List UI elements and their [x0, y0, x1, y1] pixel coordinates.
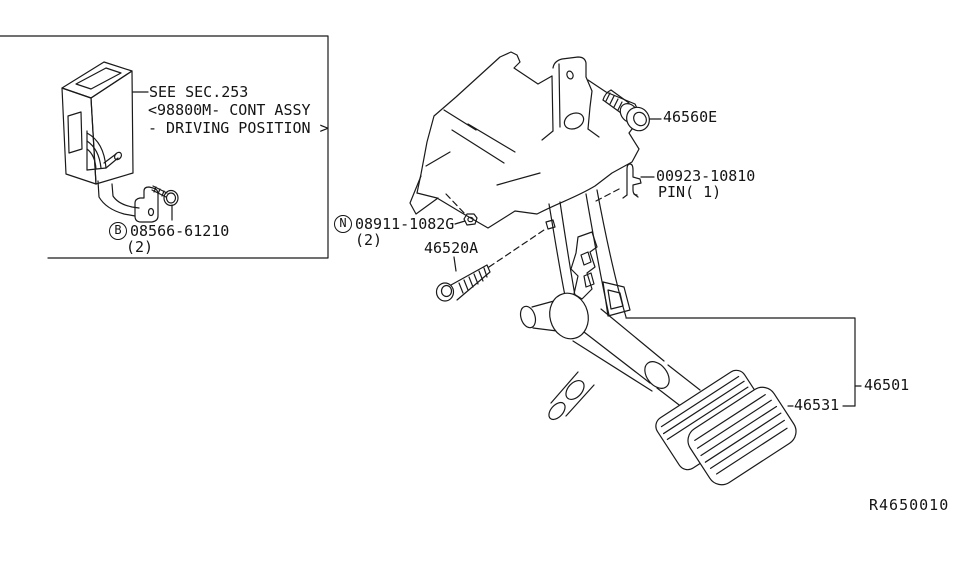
bolt-46560e-drawing	[602, 89, 650, 132]
pin-qty-note: PIN( 1)	[658, 183, 722, 201]
inset-note-line-3: - DRIVING POSITION >	[148, 119, 329, 137]
circled-n-badge: N	[334, 215, 352, 233]
inset-note-line-2: <98800M- CONT ASSY	[148, 101, 311, 119]
inset-border	[0, 35, 329, 259]
part-label-00923-pin: 00923-10810	[656, 167, 756, 185]
nut-drawing	[463, 213, 478, 226]
pedal-bracket-drawing	[409, 51, 642, 229]
part-label-08566-61210: 08566-61210	[130, 222, 230, 240]
pivot-boss-drawing	[519, 281, 631, 421]
pin-drawing	[622, 163, 642, 199]
part-label-46560e: 46560E	[663, 108, 718, 126]
control-module-drawing	[61, 61, 134, 185]
pedal-pad-front-drawing	[687, 386, 797, 486]
part-label-46520a: 46520A	[424, 239, 479, 257]
qty-label-screw-b: (2)	[126, 238, 154, 256]
qty-label-nut-n: (2)	[355, 231, 383, 249]
module-bracket-drawing	[97, 180, 159, 223]
diagram-ref-code: R4650010	[869, 496, 950, 514]
inset-note-line-1: SEE SEC.253	[149, 83, 249, 101]
bolt-46520a-drawing	[435, 264, 491, 302]
part-label-46531: 46531	[794, 396, 840, 414]
part-label-08911-1082g: 08911-1082G	[355, 215, 455, 233]
mount-plate-drawing	[541, 56, 600, 141]
module-screw-drawing	[151, 185, 179, 207]
dashed-leader-lines	[445, 187, 622, 268]
circled-b-badge: B	[109, 222, 127, 240]
leader-lines	[132, 91, 862, 407]
part-label-46501: 46501	[864, 376, 910, 394]
pedal-tube-drawing	[572, 308, 701, 412]
